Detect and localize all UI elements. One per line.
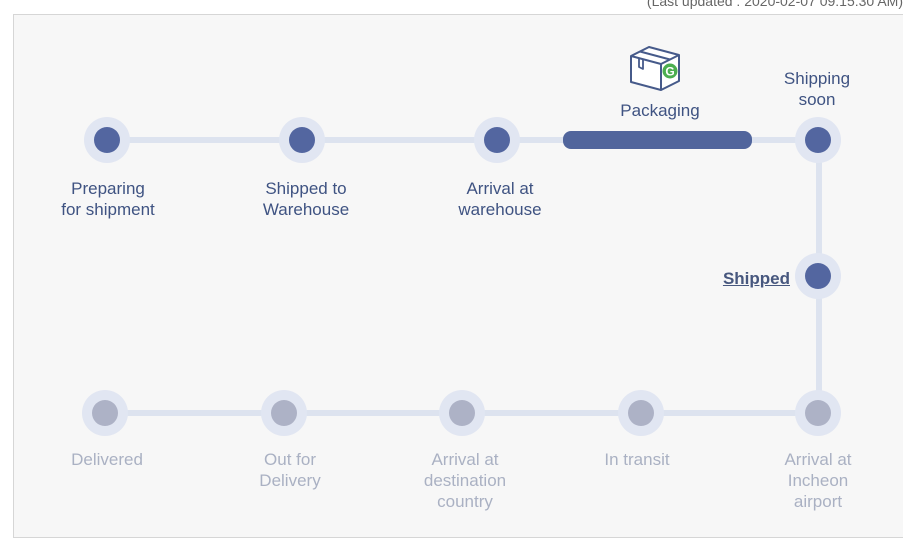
step-label-line: soon [798, 90, 836, 109]
step-label-line: Packaging [620, 101, 700, 120]
step-label-arrival-destination: Arrival at destination country [395, 449, 535, 512]
step-label-line: country [437, 492, 493, 511]
step-label-out-for-delivery: Out for Delivery [220, 449, 360, 491]
step-label-shipped-to-warehouse: Shipped to Warehouse [236, 178, 376, 220]
step-label-line: Warehouse [262, 200, 350, 219]
step-label-arrival-at-warehouse: Arrival at warehouse [430, 178, 570, 220]
step-label-line: for shipment [61, 200, 155, 219]
step-node-arrival-destination [439, 390, 485, 436]
step-node-shipped-to-warehouse [279, 117, 325, 163]
packaging-progress-segment [563, 131, 752, 149]
step-label-packaging: Packaging [590, 100, 730, 121]
step-label-line: Shipped to [265, 179, 347, 198]
step-node-shipped [795, 253, 841, 299]
step-node-out-for-delivery [261, 390, 307, 436]
step-label-line: In transit [604, 450, 670, 469]
step-label-line: Delivery [259, 471, 321, 490]
last-updated-text: (Last updated : 2020-02-07 09:15:30 AM) [646, 0, 903, 9]
step-label-in-transit: In transit [567, 449, 707, 470]
step-node-preparing [84, 117, 130, 163]
step-label-shipped[interactable]: Shipped [723, 268, 790, 289]
step-label-delivered: Delivered [37, 449, 177, 470]
step-label-shipping-soon: Shipping soon [747, 68, 887, 110]
step-label-arrival-incheon: Arrival at Incheon airport [748, 449, 888, 512]
step-label-line: Out for [264, 450, 316, 469]
step-label-line: Incheon [787, 471, 849, 490]
track-top [107, 137, 819, 143]
step-label-line: Preparing [71, 179, 145, 198]
step-label-line: airport [793, 492, 843, 511]
step-node-arrival-at-warehouse [474, 117, 520, 163]
step-label-line: warehouse [458, 200, 542, 219]
package-icon-letter: G [665, 65, 674, 79]
step-label-line: Delivered [71, 450, 143, 469]
step-label-line: Shipping [783, 69, 851, 88]
step-label-line: Arrival at [466, 179, 534, 198]
step-label-line: destination [423, 471, 507, 490]
step-node-delivered [82, 390, 128, 436]
step-label-preparing: Preparing for shipment [38, 178, 178, 220]
step-label-line: Shipped [722, 269, 790, 288]
step-node-arrival-incheon [795, 390, 841, 436]
step-node-in-transit [618, 390, 664, 436]
step-label-line: Arrival at [431, 450, 499, 469]
step-label-line: Arrival at [784, 450, 852, 469]
tracking-panel [13, 14, 903, 538]
package-box-icon: G [630, 46, 680, 91]
step-node-shipping-soon [795, 117, 841, 163]
